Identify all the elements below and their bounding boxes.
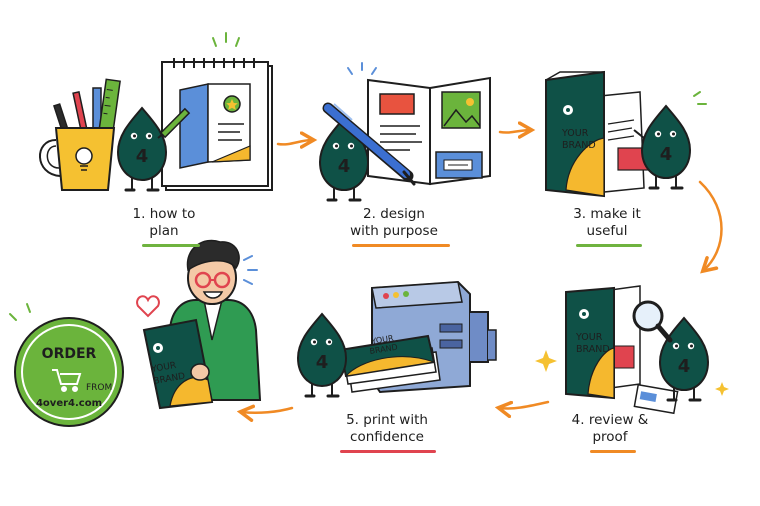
svg-text:4: 4 [660,144,673,165]
happy-customer: YOUR BRAND [136,239,262,410]
step-1-underline [142,244,200,247]
flow-arrows [242,130,723,413]
svg-text:4: 4 [316,352,329,373]
svg-text:4: 4 [338,156,351,177]
mascot-step-1: 4 [116,106,191,192]
svg-text:4: 4 [136,146,149,167]
printer: YOUR BRAND [338,280,497,394]
step-4-underline [590,450,636,453]
mascot-step-4: 4 [658,316,710,402]
svg-text:BRAND: BRAND [576,344,610,355]
arrow-4-to-5 [500,400,550,409]
from-label: FROM [86,383,112,393]
svg-text:YOUR: YOUR [150,361,177,375]
mascot-step-5: 4 [296,312,348,398]
step-2-underline [352,244,450,247]
step-5-caption: 5. print with confidence [346,412,428,445]
step-2-caption: 2. design with purpose [350,206,438,239]
step-4-caption: 4. review & proof [571,412,649,445]
step-4-illustration: YOUR BRAND 4 [535,285,729,415]
svg-text:BRAND: BRAND [369,343,398,356]
step-2-illustration: 4 [318,62,491,202]
arrow-5-to-customer [242,408,294,413]
notepad [161,32,273,191]
step-3-illustration: YOUR BRAND 4 [545,70,707,198]
step-5-illustration: YOUR BRAND 4 [296,280,497,398]
mascot-step-3: 4 [633,91,707,190]
svg-text:BRAND: BRAND [562,140,596,151]
magnifier-icon [632,300,673,343]
svg-text:YOUR: YOUR [575,332,603,343]
pencil-cup [39,78,121,191]
step-1-illustration: 4 [39,32,273,192]
order-badge[interactable]: ORDER FROM 4over4.com [9,303,124,427]
step-3-underline [576,244,642,247]
svg-text:4: 4 [678,356,691,377]
pen [322,102,416,186]
order-label: ORDER [42,346,97,362]
brochure-review: YOUR BRAND [535,285,729,415]
step-5-underline [340,450,436,453]
open-brochure [347,62,491,186]
cart-icon [52,369,82,392]
website-label: 4over4.com [36,398,102,409]
arrow-3-to-4 [698,180,723,270]
step-1-caption: 1. how to plan [132,206,196,239]
svg-text:YOUR: YOUR [370,334,395,347]
mascot-step-2: 4 [318,116,370,202]
arrow-1-to-2 [276,140,312,144]
svg-text:YOUR: YOUR [561,128,589,139]
customer-brochure: YOUR BRAND [142,318,214,410]
folded-brochure: YOUR BRAND [545,70,649,198]
arrow-2-to-3 [498,130,530,133]
step-3-caption: 3. make it useful [573,206,641,239]
